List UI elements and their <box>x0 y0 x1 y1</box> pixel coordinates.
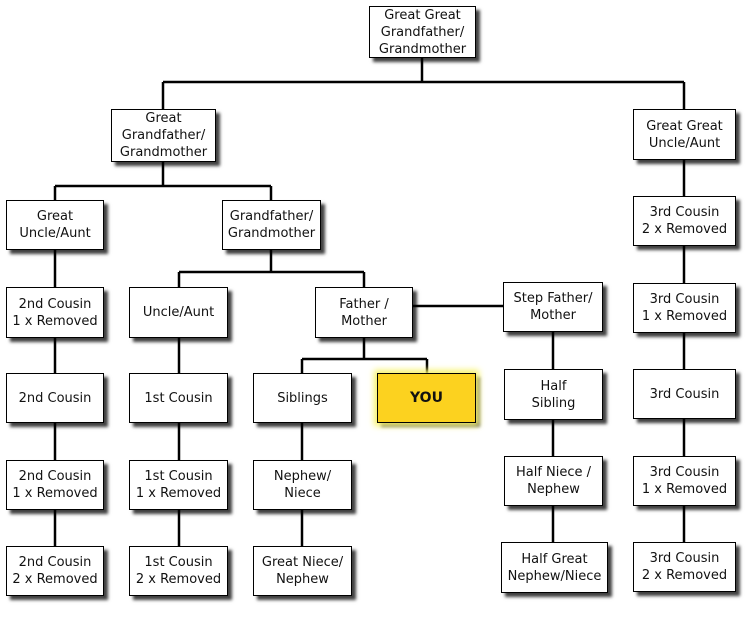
node-great-great-uncle-aunt[interactable]: Great Great Uncle/Aunt <box>633 109 736 160</box>
node-second-cousin-1x-removed[interactable]: 2nd Cousin 1 x Removed <box>6 287 104 338</box>
node-great-uncle-aunt[interactable]: Great Uncle/Aunt <box>6 200 104 250</box>
node-first-cousin[interactable]: 1st Cousin <box>129 373 228 423</box>
node-first-cousin-2x-removed[interactable]: 1st Cousin 2 x Removed <box>129 546 228 596</box>
node-first-cousin-1x-removed[interactable]: 1st Cousin 1 x Removed <box>129 460 228 510</box>
node-half-great-nephew-niece[interactable]: Half Great Nephew/Niece <box>501 542 608 593</box>
node-third-cousin-1x-removed-bottom[interactable]: 3rd Cousin 1 x Removed <box>633 456 736 506</box>
node-second-cousin-1x-removed-lower[interactable]: 2nd Cousin 1 x Removed <box>6 460 104 510</box>
node-second-cousin[interactable]: 2nd Cousin <box>6 373 104 423</box>
node-step-parent[interactable]: Step Father/ Mother <box>503 282 603 332</box>
node-half-sibling[interactable]: Half Sibling <box>504 369 603 420</box>
node-nephew-niece[interactable]: Nephew/ Niece <box>253 460 352 510</box>
node-third-cousin[interactable]: 3rd Cousin <box>633 369 736 419</box>
node-uncle-aunt[interactable]: Uncle/Aunt <box>129 287 228 338</box>
node-siblings[interactable]: Siblings <box>253 373 352 423</box>
node-third-cousin-1x-removed-top[interactable]: 3rd Cousin 1 x Removed <box>633 283 736 333</box>
node-parent[interactable]: Father / Mother <box>315 287 413 338</box>
node-third-cousin-2x-removed-top[interactable]: 3rd Cousin 2 x Removed <box>633 196 736 246</box>
node-half-niece-nephew[interactable]: Half Niece / Nephew <box>504 456 603 506</box>
node-great-great-grandparent[interactable]: Great Great Grandfather/ Grandmother <box>369 6 476 58</box>
node-third-cousin-2x-removed-bottom[interactable]: 3rd Cousin 2 x Removed <box>633 542 736 592</box>
node-grandparent[interactable]: Grandfather/ Grandmother <box>222 200 321 250</box>
node-great-grandparent[interactable]: Great Grandfather/ Grandmother <box>111 109 216 162</box>
node-second-cousin-2x-removed[interactable]: 2nd Cousin 2 x Removed <box>6 546 104 596</box>
node-you[interactable]: YOU <box>377 373 476 423</box>
node-great-niece-nephew[interactable]: Great Niece/ Nephew <box>253 546 352 596</box>
